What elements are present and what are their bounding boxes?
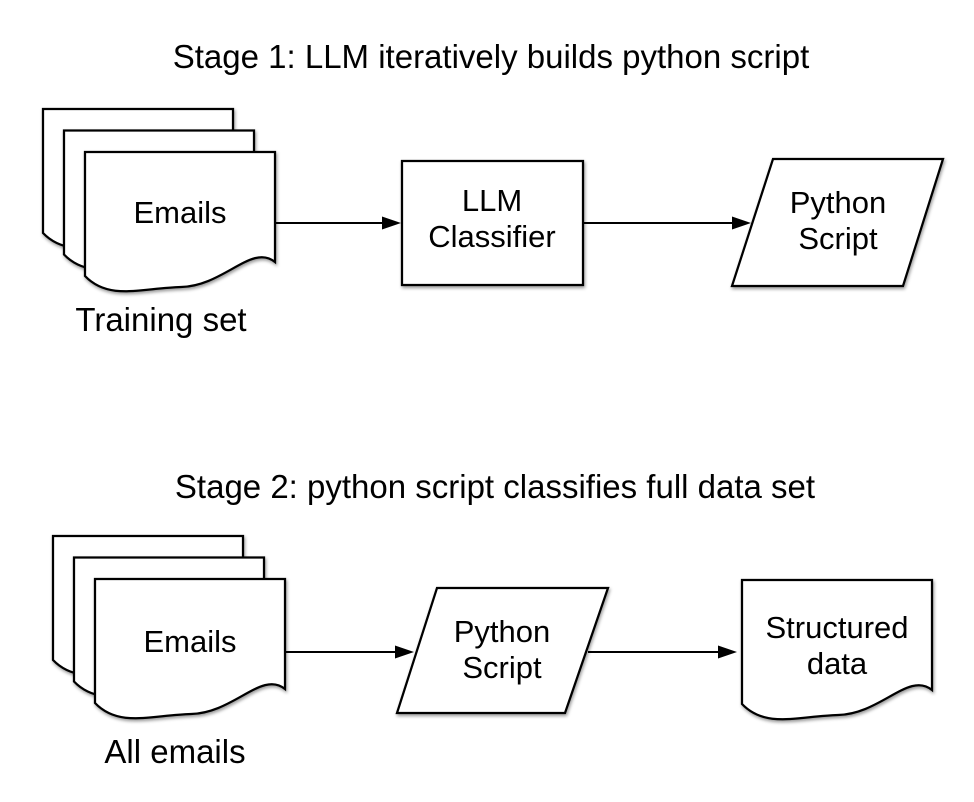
stage2-structured-data-document: Structured data [740, 578, 934, 721]
stage1-input-caption: Training set [75, 301, 246, 338]
arrow-head-icon [732, 216, 751, 230]
parallelogram-icon [395, 586, 610, 715]
stage2-emails-label: Emails [143, 624, 236, 659]
stage1-llm-classifier-box: LLM Classifier [400, 159, 585, 287]
document-icon [740, 578, 934, 721]
arrow-head-icon [395, 645, 414, 659]
stage1-process-line2: Classifier [428, 219, 555, 254]
stage1-title: Stage 1: LLM iteratively builds python s… [173, 38, 810, 75]
stage1-emails-label: Emails [133, 195, 226, 230]
document-front-icon [83, 150, 277, 293]
stage1-arrow-llm-to-script [583, 216, 751, 230]
stage2-process-line1: Python [454, 614, 551, 649]
stage2-emails-stack: Emails [51, 534, 287, 720]
stage1-emails-stack: Emails [41, 107, 277, 293]
stage2-input-caption: All emails [104, 733, 245, 770]
stage2-section: Stage 2: python script classifies full d… [51, 468, 934, 770]
stage1-output-line2: Script [798, 221, 878, 256]
stage2-output-line1: Structured [765, 610, 908, 645]
stage1-output-line1: Python [790, 185, 887, 220]
stage2-process-line2: Script [462, 650, 542, 685]
stage1-arrow-emails-to-llm [276, 216, 401, 230]
document-front-icon [93, 577, 287, 720]
stage2-arrow-emails-to-script [286, 645, 414, 659]
stage1-process-line1: LLM [462, 183, 522, 218]
stage2-arrow-script-to-data [588, 645, 737, 659]
arrow-head-icon [718, 645, 737, 659]
stage2-title: Stage 2: python script classifies full d… [175, 468, 815, 505]
stage1-section: Stage 1: LLM iteratively builds python s… [41, 38, 945, 338]
stage2-output-line2: data [807, 646, 868, 681]
arrow-head-icon [382, 216, 401, 230]
stage1-python-script-parallelogram: Python Script [730, 157, 945, 288]
parallelogram-icon [730, 157, 945, 288]
stage2-python-script-parallelogram: Python Script [395, 586, 610, 715]
